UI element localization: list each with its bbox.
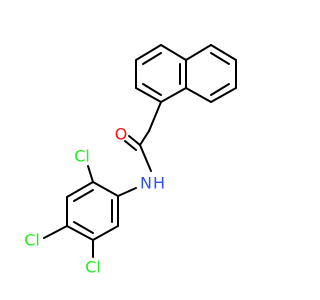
chlorine-atom-label-1: Cl: [74, 147, 90, 166]
bond: [117, 187, 137, 197]
bond: [139, 144, 152, 172]
bond: [185, 44, 212, 61]
oxygen-atom-label: O: [115, 125, 128, 144]
bond: [160, 44, 187, 61]
nitrogen-atom-label: N: [140, 174, 152, 193]
chlorine-atom-label-2: Cl: [24, 231, 40, 250]
bond: [148, 101, 162, 132]
molecule-diagram: O N H Cl Cl Cl: [24, 44, 237, 277]
carbonyl-bond: [128, 135, 141, 146]
bond: [66, 181, 94, 198]
structure-svg: O N H Cl Cl Cl: [24, 44, 237, 277]
bond: [185, 87, 212, 103]
bond: [210, 87, 237, 103]
bond: [210, 44, 237, 61]
bond: [135, 44, 162, 61]
bond: [139, 130, 150, 146]
bond: [92, 181, 119, 197]
bond: [66, 225, 94, 241]
bond: [210, 52, 230, 65]
bond: [43, 225, 68, 239]
bond: [73, 221, 94, 234]
bond: [92, 225, 119, 241]
bond: [142, 52, 162, 65]
carbonyl-bond: [124, 140, 137, 151]
bond: [135, 87, 162, 103]
bond: [142, 83, 162, 96]
hydrogen-atom-label: H: [153, 174, 165, 193]
bond: [160, 87, 187, 103]
bond: [210, 83, 230, 96]
bond: [73, 189, 94, 202]
bond: [87, 165, 94, 183]
chlorine-atom-label-3: Cl: [85, 258, 101, 277]
